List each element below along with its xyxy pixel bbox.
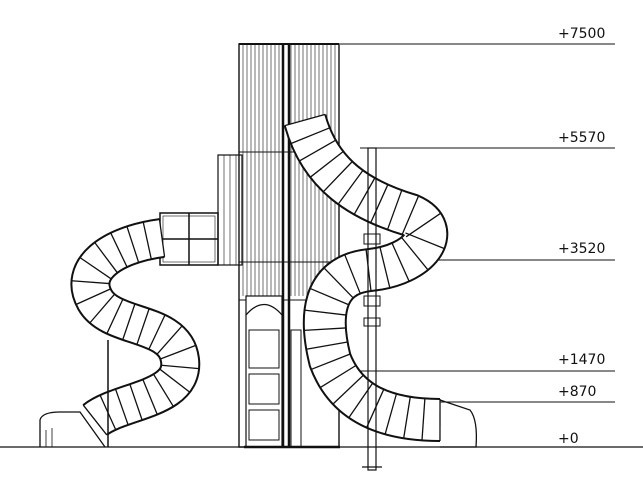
elevation-label-3520: +3520 bbox=[558, 241, 605, 257]
left-spiral-slide bbox=[40, 219, 199, 447]
tunnel-window bbox=[160, 213, 218, 265]
elevation-label-1470: +1470 bbox=[558, 352, 605, 368]
elevation-label-7500: +7500 bbox=[558, 26, 605, 42]
elevation-label-870: +870 bbox=[558, 384, 596, 400]
elevation-label-5570: +5570 bbox=[558, 130, 605, 146]
right-spiral-slide bbox=[285, 114, 477, 447]
elevation-label-0: +0 bbox=[558, 431, 579, 447]
